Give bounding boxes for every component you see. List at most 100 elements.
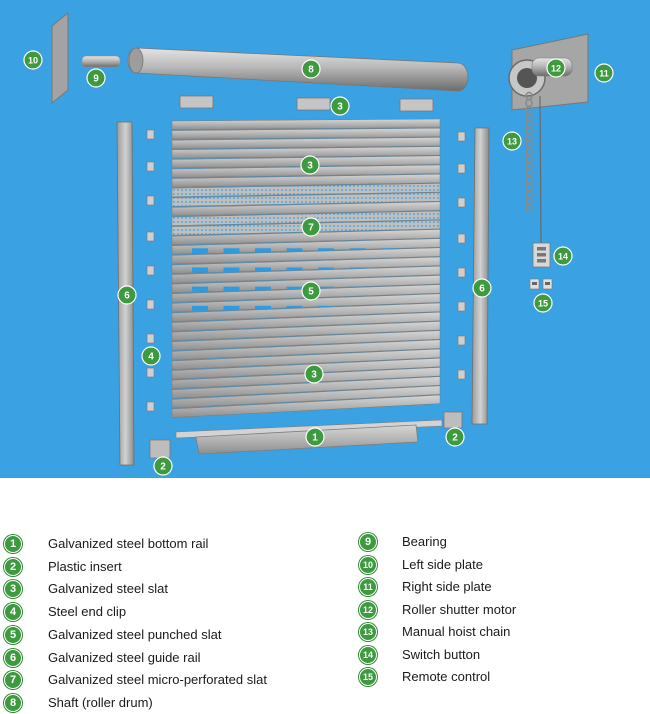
legend-label: Right side plate bbox=[402, 579, 492, 594]
legend-label: Steel end clip bbox=[48, 604, 127, 620]
chain-link bbox=[525, 154, 533, 164]
punched-hole bbox=[223, 248, 240, 254]
badge-8: 8 bbox=[301, 59, 321, 79]
punched-hole bbox=[255, 305, 271, 311]
badge-15: 15 bbox=[533, 293, 553, 313]
badge-number: 12 bbox=[551, 64, 561, 74]
legend-item-3: 3 Galvanized steel slat bbox=[4, 580, 344, 600]
slat bbox=[171, 229, 441, 246]
legend-item-6: 6 Galvanized steel guide rail bbox=[4, 648, 344, 669]
legend-badge: 3 bbox=[4, 580, 22, 599]
legend-badge: 11 bbox=[359, 578, 377, 596]
badge-6: 6 bbox=[472, 278, 492, 298]
badge-number: 11 bbox=[599, 69, 609, 79]
legend-badge: 8 bbox=[4, 693, 22, 712]
legend-badge: 10 bbox=[359, 555, 377, 574]
top-slat-clips bbox=[179, 95, 434, 112]
legend-badge: 6 bbox=[4, 648, 22, 667]
badge-9: 9 bbox=[86, 68, 106, 88]
badge-number: 3 bbox=[337, 102, 343, 113]
slat bbox=[171, 247, 441, 265]
legend-badge: 4 bbox=[4, 603, 22, 622]
legend-badge: 7 bbox=[4, 671, 22, 690]
punched-hole bbox=[255, 267, 271, 273]
legend-label: Galvanized steel guide rail bbox=[48, 649, 201, 665]
chain-link bbox=[525, 168, 533, 178]
punched-hole bbox=[255, 286, 271, 292]
badge-number: 7 bbox=[308, 223, 314, 234]
badge-number: 1 bbox=[312, 433, 318, 444]
badge-number: 5 bbox=[308, 287, 314, 298]
end-clip bbox=[146, 265, 466, 278]
punched-hole bbox=[223, 305, 240, 311]
chain-link bbox=[525, 147, 533, 157]
legend-badge: 1 bbox=[4, 535, 22, 553]
slat bbox=[171, 146, 441, 159]
punched-hole bbox=[192, 267, 208, 273]
badge-10: 10 bbox=[23, 50, 43, 70]
legend-item-9: 9 Bearing bbox=[359, 533, 639, 553]
end-clip bbox=[146, 401, 155, 412]
badge-number: 6 bbox=[124, 291, 130, 302]
end-clips bbox=[146, 129, 466, 412]
slat bbox=[171, 137, 441, 150]
badge-5: 5 bbox=[301, 281, 321, 301]
legend-label: Shaft (roller drum) bbox=[48, 694, 153, 710]
badge-3: 3 bbox=[330, 96, 350, 116]
switch-cable bbox=[539, 95, 542, 244]
punched-hole bbox=[223, 286, 240, 292]
badge-4: 4 bbox=[141, 346, 161, 366]
chain-link bbox=[525, 203, 533, 213]
end-clip bbox=[146, 299, 466, 312]
badge-number: 3 bbox=[307, 161, 313, 172]
slat bbox=[171, 201, 441, 217]
badge-3: 3 bbox=[300, 155, 320, 175]
manual-hoist-chain bbox=[525, 91, 533, 213]
slat bbox=[171, 348, 441, 370]
punched-hole bbox=[192, 305, 208, 311]
legend-label: Manual hoist chain bbox=[402, 624, 511, 639]
legend-label: Galvanized steel slat bbox=[48, 581, 168, 597]
legend-label: Plastic insert bbox=[48, 558, 122, 574]
slat bbox=[171, 183, 441, 198]
legend-label: Bearing bbox=[402, 534, 447, 549]
slat bbox=[171, 311, 441, 332]
badge-1: 1 bbox=[305, 427, 325, 447]
badge-14: 14 bbox=[553, 246, 573, 266]
slat bbox=[171, 265, 441, 284]
badge-number: 13 bbox=[507, 137, 517, 147]
badge-12: 12 bbox=[546, 58, 566, 78]
chain-link bbox=[525, 161, 533, 171]
end-clip bbox=[146, 231, 466, 244]
badge-2: 2 bbox=[445, 427, 465, 447]
badge-11: 11 bbox=[594, 63, 614, 83]
legend-label: Switch button bbox=[402, 646, 481, 662]
slat bbox=[171, 385, 441, 409]
badge-number: 15 bbox=[538, 299, 548, 309]
legend-item-10: 10 Left side plate bbox=[359, 555, 639, 576]
chain-link bbox=[525, 140, 533, 150]
badge-number: 3 bbox=[311, 370, 317, 381]
legend-badge: 5 bbox=[4, 625, 22, 644]
legend-label: Left side plate bbox=[402, 556, 483, 572]
legend-badge: 9 bbox=[359, 533, 377, 551]
badge-number: 8 bbox=[308, 65, 314, 76]
badge-number: 2 bbox=[452, 433, 458, 444]
slat bbox=[171, 376, 441, 399]
bearing bbox=[81, 55, 121, 68]
slat bbox=[171, 321, 441, 342]
badge-6: 6 bbox=[117, 285, 137, 305]
switch-button bbox=[532, 242, 551, 268]
punched-hole bbox=[286, 286, 303, 292]
slat bbox=[171, 192, 441, 207]
slat bbox=[171, 330, 441, 351]
remote-control bbox=[529, 278, 553, 290]
plastic-inserts bbox=[149, 411, 463, 459]
